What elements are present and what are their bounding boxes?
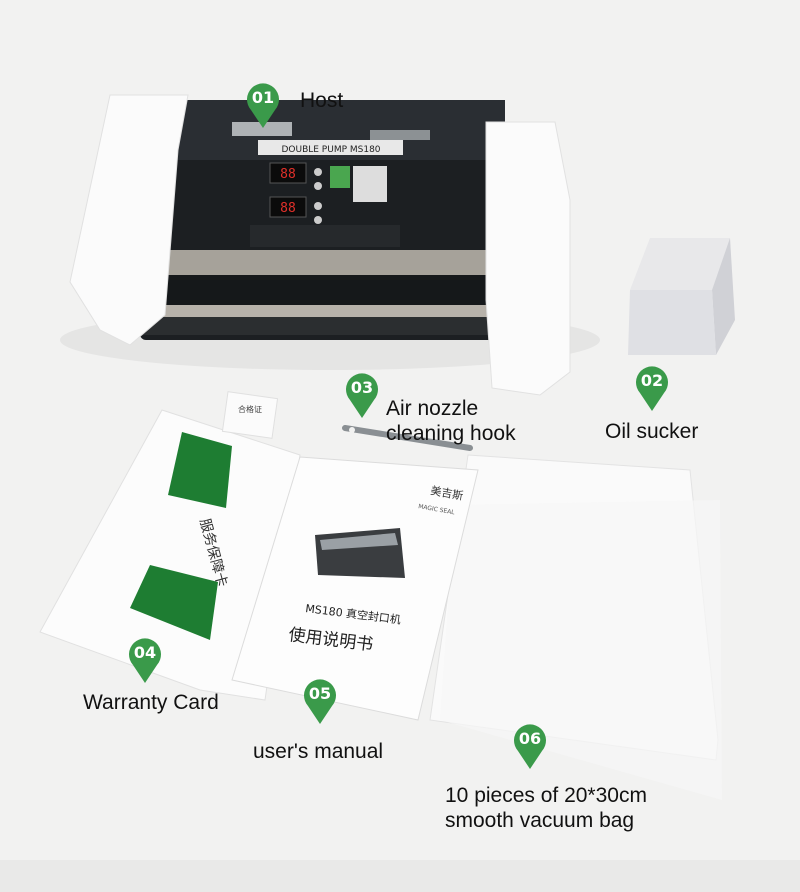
label-host: Host (300, 89, 344, 112)
pin-05: 05 (302, 678, 338, 724)
svg-text:88: 88 (280, 201, 296, 216)
cleaning-hook (342, 425, 473, 451)
label-hook-line1: Air nozzle (386, 397, 479, 420)
warranty-card: 合格证 服务保障卡 (39, 391, 301, 701)
pin-01: 01 (245, 82, 281, 128)
svg-text:88: 88 (280, 167, 296, 182)
vacuum-bag (429, 454, 722, 800)
pin-04: 04 (127, 637, 163, 683)
warranty-tag-text: 合格证 (238, 404, 262, 414)
oil-sucker-box (628, 238, 735, 355)
label-oil-sucker: Oil sucker (605, 420, 699, 443)
label-warranty-card: Warranty Card (83, 691, 219, 714)
pin-02: 02 (634, 365, 670, 411)
pin-03: 03 (344, 372, 380, 418)
label-users-manual: user's manual (253, 740, 384, 763)
manual-brand: 美吉斯 (429, 484, 464, 503)
label-hook-line2: cleaning hook (386, 422, 516, 445)
label-bag-line1: 10 pieces of 20*30cm (445, 784, 647, 807)
host-model-label: DOUBLE PUMP MS180 (281, 145, 380, 155)
pin-06: 06 (512, 723, 548, 769)
host-machine: DOUBLE PUMP MS180 88 88 (60, 94, 600, 396)
users-manual: 美吉斯 MAGIC SEAL MS180 真空封口机 使用说明书 (231, 456, 479, 721)
label-bag-line2: smooth vacuum bag (445, 809, 635, 832)
